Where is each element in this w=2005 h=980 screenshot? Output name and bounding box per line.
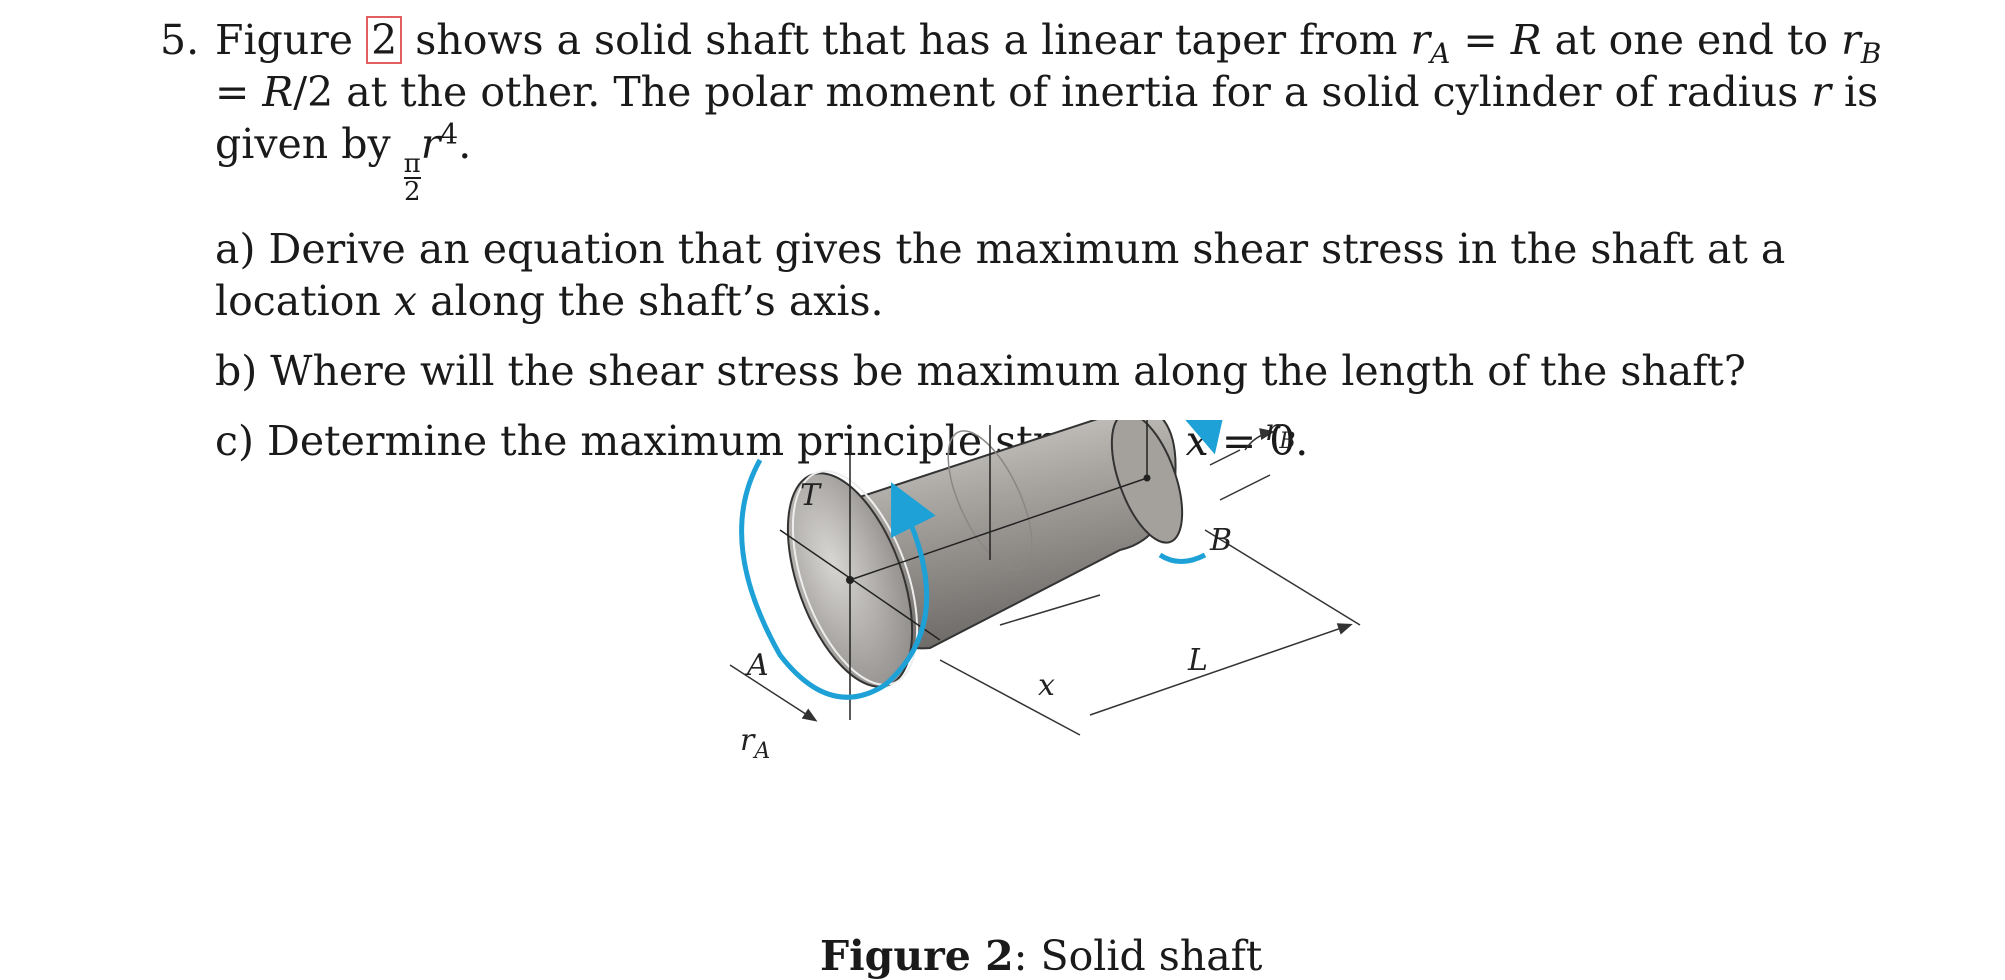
part-a-label: a) xyxy=(215,225,256,273)
figure-reference-link[interactable]: 2 xyxy=(366,16,403,64)
equals-sign: = xyxy=(215,68,263,116)
tapered-shaft-figure: T T A B L x rA rB xyxy=(729,420,1361,764)
equals-sign: = xyxy=(1450,16,1511,64)
label-A: A xyxy=(744,648,769,683)
var-r: r xyxy=(420,120,441,168)
var-rB: rB xyxy=(1841,16,1882,71)
dimension-lines xyxy=(729,449,1361,736)
label-rA: rA xyxy=(740,723,770,764)
var-r: r xyxy=(1811,68,1831,116)
var-x: x xyxy=(393,277,418,325)
part-c-text: = 0. xyxy=(1208,417,1309,465)
part-b: b) Where will the shear stress be maximu… xyxy=(215,345,1920,397)
part-a-text: Derive an equation that gives the maximu… xyxy=(215,225,1786,325)
label-rB: rB xyxy=(1265,420,1296,454)
label-T-left: T xyxy=(800,478,822,513)
stem-text: is given by xyxy=(215,68,1879,168)
part-a-text: along the shaft’s axis. xyxy=(417,277,884,325)
problem-parts: a) Derive an equation that gives the max… xyxy=(215,223,1920,467)
label-x: x xyxy=(1038,668,1055,703)
label-L: L xyxy=(1187,643,1208,678)
problem-stem: Figure 2 shows a solid shaft that has a … xyxy=(215,14,1920,205)
stem-text: /2 at the other. The polar moment of ine… xyxy=(293,68,1812,116)
exponent: 4 xyxy=(440,117,459,151)
var-rA: rA xyxy=(1410,16,1451,71)
caption-label: Figure 2 xyxy=(820,932,1014,980)
problem-statement: 5. Figure 2 shows a solid shaft that has… xyxy=(160,14,1920,467)
part-b-label: b) xyxy=(215,347,258,395)
figure-caption: Figure 2: Solid shaft xyxy=(820,932,1262,980)
stem-text: at one end to xyxy=(1541,16,1842,64)
var-R: R xyxy=(1510,16,1542,64)
section-line xyxy=(947,430,1033,570)
label-B: B xyxy=(1209,523,1232,558)
part-a: a) Derive an equation that gives the max… xyxy=(215,223,1920,327)
part-b-text: Where will the shear stress be maximum a… xyxy=(270,347,1746,395)
problem-number: 5. xyxy=(160,16,200,64)
stem-text: shows a solid shaft that has a linear ta… xyxy=(415,16,1398,64)
var-R: R xyxy=(262,68,294,116)
part-c-label: c) xyxy=(215,417,254,465)
caption-text: : Solid shaft xyxy=(1013,932,1263,980)
period: . xyxy=(458,120,472,168)
torque-arrow-left xyxy=(739,458,936,700)
stem-text: Figure xyxy=(215,16,354,64)
